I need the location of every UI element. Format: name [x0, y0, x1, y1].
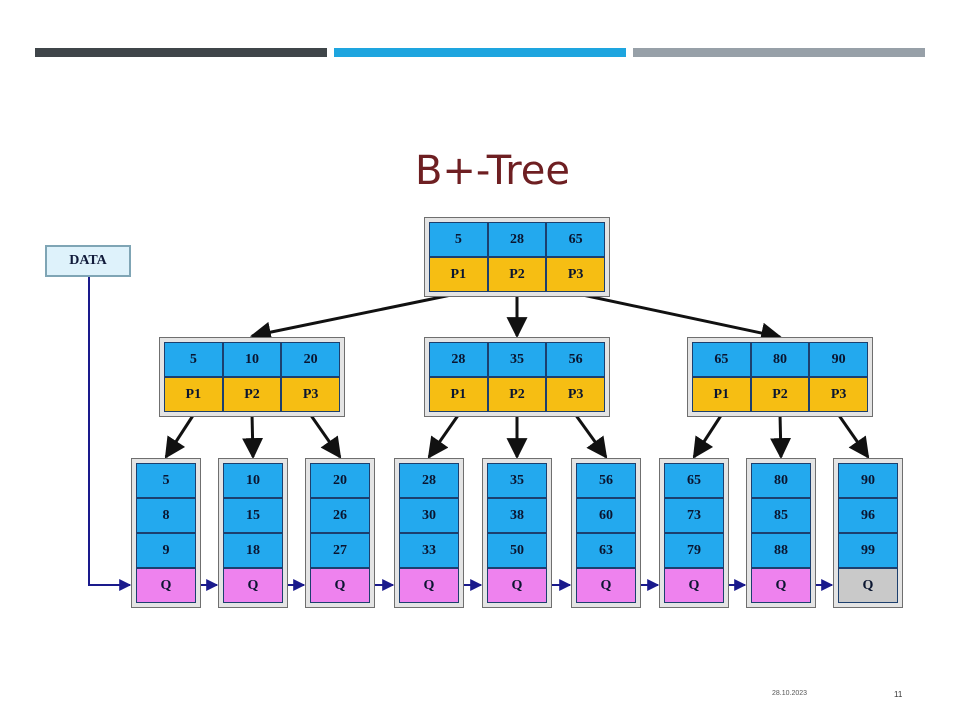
key-cell: 80: [750, 342, 810, 377]
leaf-pointer-cell: Q: [576, 568, 636, 603]
leaf-key-cell: 73: [664, 498, 724, 533]
leaf-key-cell: 79: [664, 533, 724, 568]
data-label-box: DATA: [45, 245, 131, 277]
pointer-cell: P2: [487, 377, 547, 412]
leaf-pointer-cell: Q: [310, 568, 370, 603]
leaf-key-cell: 80: [751, 463, 811, 498]
slide-page-number: 11: [894, 690, 903, 699]
pointer-cell: P1: [692, 377, 751, 412]
root-child-edge: [577, 292, 783, 344]
key-cell: 20: [281, 342, 340, 377]
leaf-key-cell: 5: [136, 463, 196, 498]
leaf-key-cell: 26: [310, 498, 370, 533]
leaf-pointer-cell: Q: [664, 568, 724, 603]
key-cell: 5: [164, 342, 223, 377]
leaf-pointer-cell: Q: [399, 568, 459, 603]
leaf-key-cell: 90: [838, 463, 898, 498]
leaf-key-cell: 28: [399, 463, 459, 498]
key-cell: 10: [222, 342, 282, 377]
leaf-key-cell: 88: [751, 533, 811, 568]
leaf-key-cell: 33: [399, 533, 459, 568]
data-to-leaf-edge: [88, 277, 132, 591]
leaf-key-cell: 10: [223, 463, 283, 498]
root-child-edge: [249, 292, 457, 343]
internal-child-edge: [692, 413, 724, 459]
leaf-key-cell: 85: [751, 498, 811, 533]
leaf-key-cell: 56: [576, 463, 636, 498]
leaf-pointer-cell: Q: [751, 568, 811, 603]
leaf-key-cell: 8: [136, 498, 196, 533]
slide-title: B+-Tree: [414, 148, 571, 194]
key-cell: 5: [429, 222, 488, 257]
key-cell: 65: [692, 342, 751, 377]
leaf-key-cell: 50: [487, 533, 547, 568]
leaf-key-cell: 65: [664, 463, 724, 498]
key-cell: 28: [487, 222, 547, 257]
key-cell: 28: [429, 342, 488, 377]
pointer-cell: P2: [487, 257, 547, 292]
pointer-cell: P3: [809, 377, 868, 412]
leaf-pointer-cell: Q: [136, 568, 196, 603]
key-cell: 56: [546, 342, 605, 377]
accent-bar-gray: [633, 48, 925, 57]
pointer-cell: P1: [429, 257, 488, 292]
leaf-key-cell: 63: [576, 533, 636, 568]
pointer-cell: P1: [429, 377, 488, 412]
leaf-key-cell: 20: [310, 463, 370, 498]
pointer-cell: P3: [546, 377, 605, 412]
leaf-key-cell: 96: [838, 498, 898, 533]
leaf-key-cell: 35: [487, 463, 547, 498]
leaf-key-cell: 38: [487, 498, 547, 533]
pointer-cell: P1: [164, 377, 223, 412]
pointer-cell: P2: [222, 377, 282, 412]
leaf-key-cell: 18: [223, 533, 283, 568]
internal-child-edge: [164, 413, 196, 459]
internal-child-edge: [836, 413, 870, 459]
leaf-key-cell: 60: [576, 498, 636, 533]
leaf-pointer-cell: Q: [223, 568, 283, 603]
pointer-cell: P2: [750, 377, 810, 412]
pointer-cell: P3: [281, 377, 340, 412]
key-cell: 90: [809, 342, 868, 377]
internal-child-edge: [427, 413, 461, 459]
leaf-key-cell: 30: [399, 498, 459, 533]
leaf-pointer-cell: Q: [838, 568, 898, 603]
key-cell: 35: [487, 342, 547, 377]
internal-child-edge: [308, 413, 342, 459]
internal-child-edge: [573, 413, 608, 459]
leaf-key-cell: 27: [310, 533, 370, 568]
leaf-key-cell: 9: [136, 533, 196, 568]
slide-date: 28.10.2023: [772, 690, 808, 697]
leaf-key-cell: 99: [838, 533, 898, 568]
internal-child-edge: [770, 413, 792, 460]
internal-child-edge: [242, 413, 264, 460]
accent-bar-dark: [35, 48, 327, 57]
accent-bar-blue: [334, 48, 626, 57]
leaf-key-cell: 15: [223, 498, 283, 533]
leaf-pointer-cell: Q: [487, 568, 547, 603]
key-cell: 65: [546, 222, 605, 257]
pointer-cell: P3: [546, 257, 605, 292]
